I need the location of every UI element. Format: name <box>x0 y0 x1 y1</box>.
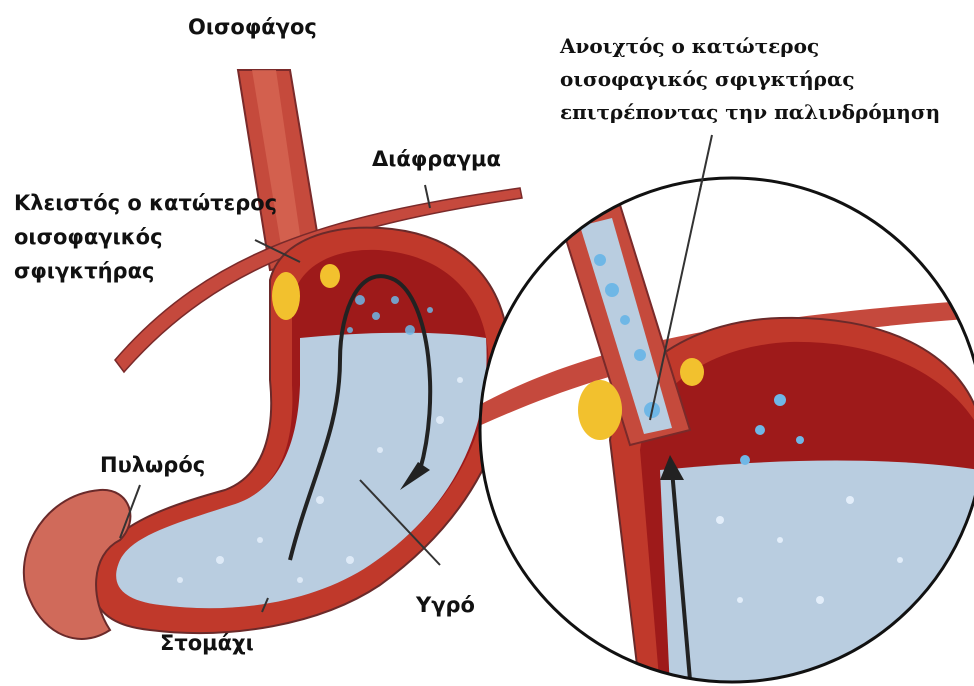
label-open-sphincter-line3: επιτρέποντας την παλινδρόμηση <box>560 96 940 129</box>
label-fluid: Υγρό <box>416 592 475 618</box>
label-stomach: Στομάχι <box>160 630 254 656</box>
label-oesophagus: Οισοφάγος <box>188 14 317 40</box>
label-closed-sphincter-line3: σφιγκτήρας <box>14 258 277 284</box>
label-closed-sphincter: Κλειστός ο κατώτερος οισοφαγικός σφιγκτή… <box>14 190 277 284</box>
label-open-sphincter-line2: οισοφαγικός σφιγκτήρας <box>560 63 940 96</box>
label-closed-sphincter-line1: Κλειστός ο κατώτερος <box>14 190 277 216</box>
label-diaphragm: Διάφραγμα <box>372 146 501 172</box>
label-closed-sphincter-line2: οισοφαγικός <box>14 224 277 250</box>
label-pylorus: Πυλωρός <box>100 452 205 478</box>
label-open-sphincter: Ανοιχτός ο κατώτερος οισοφαγικός σφιγκτή… <box>560 30 940 129</box>
label-open-sphincter-line1: Ανοιχτός ο κατώτερος <box>560 30 940 63</box>
